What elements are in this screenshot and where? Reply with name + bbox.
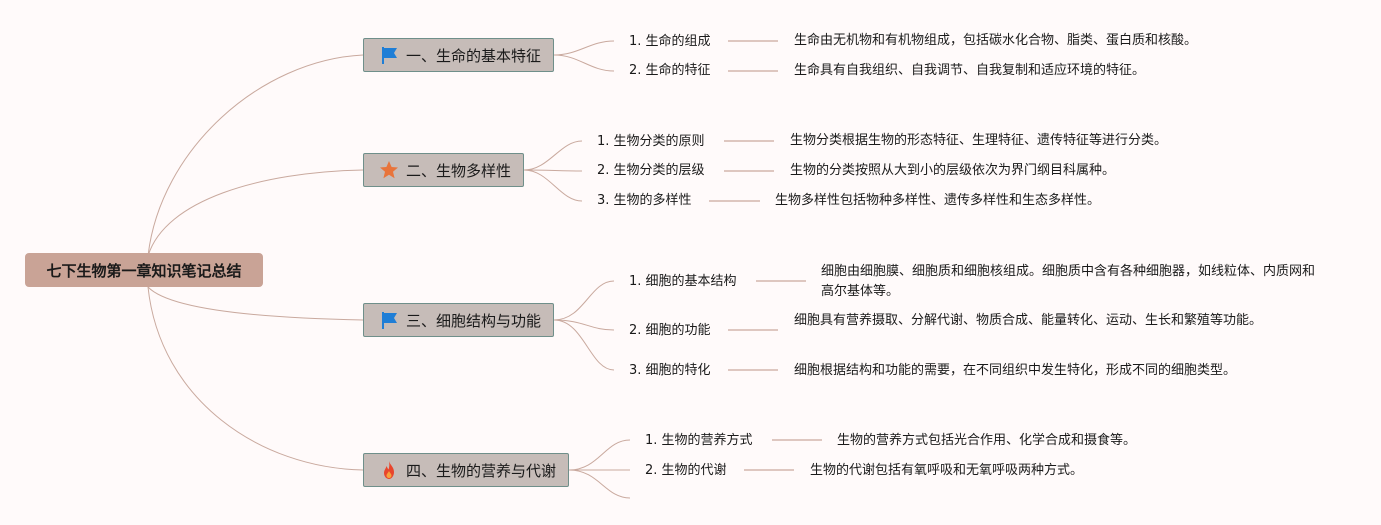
subtopic-cell-function[interactable]: 2. 细胞的功能 [629, 323, 711, 338]
root-topic[interactable]: 七下生物第一章知识笔记总结 [25, 253, 263, 287]
connector-b1-s2 [553, 54, 615, 72]
note-classification-principle: 生物分类根据生物的形态特征、生理特征、遗传特征等进行分类。 [790, 133, 1168, 148]
branch-topic-biodiversity[interactable]: 二、生物多样性 [363, 153, 525, 187]
subtopic-cell-basic-structure[interactable]: 1. 细胞的基本结构 [629, 274, 737, 289]
branch-title: 四、生物的营养与代谢 [406, 461, 557, 480]
subtopic-classification-principle[interactable]: 1. 生物分类的原则 [597, 134, 705, 149]
branch-title: 二、生物多样性 [406, 161, 512, 180]
connector-b2-s3 [523, 169, 583, 202]
connector-b3-s3 [553, 319, 615, 371]
subtopic-life-features[interactable]: 2. 生命的特征 [629, 63, 711, 78]
note-cell-function: 细胞具有营养摄取、分解代谢、物质合成、能量转化、运动、生长和繁殖等功能。 [794, 313, 1263, 328]
note-metabolism: 生物的代谢包括有氧呼吸和无氧呼吸两种方式。 [810, 463, 1084, 478]
blue-flag-icon [378, 309, 400, 331]
connector-b4-s3 [568, 469, 631, 499]
connector-root-branch-1 [147, 54, 364, 257]
note-nutrition-mode: 生物的营养方式包括光合作用、化学合成和摄食等。 [837, 433, 1137, 448]
branch-title: 三、细胞结构与功能 [406, 311, 542, 330]
fire-icon [378, 459, 400, 481]
connector-root-branch-4 [147, 286, 364, 471]
note-diversity: 生物多样性包括物种多样性、遗传多样性和生态多样性。 [775, 193, 1101, 208]
connector-root-branch-2 [147, 169, 364, 257]
subtopic-classification-levels[interactable]: 2. 生物分类的层级 [597, 163, 705, 178]
connector-b3-s1 [553, 280, 615, 321]
branch-topic-life-characteristics[interactable]: 一、生命的基本特征 [363, 38, 555, 72]
subtopic-diversity[interactable]: 3. 生物的多样性 [597, 193, 692, 208]
subtopic-metabolism[interactable]: 2. 生物的代谢 [645, 463, 727, 478]
note-life-features: 生命具有自我组织、自我调节、自我复制和适应环境的特征。 [794, 63, 1146, 78]
connector-b1-s1 [553, 40, 615, 56]
connector-b4-s1 [568, 439, 631, 471]
connector-b2-s2 [523, 169, 583, 172]
subtopic-cell-specialization[interactable]: 3. 细胞的特化 [629, 363, 711, 378]
note-life-composition: 生命由无机物和有机物组成，包括碳水化合物、脂类、蛋白质和核酸。 [794, 33, 1198, 48]
note-cell-specialization: 细胞根据结构和功能的需要，在不同组织中发生特化，形成不同的细胞类型。 [794, 363, 1237, 378]
connector-root-branch-3 [147, 286, 364, 321]
subtopic-life-composition[interactable]: 1. 生命的组成 [629, 34, 711, 49]
branch-title: 一、生命的基本特征 [406, 46, 542, 65]
subtopic-nutrition-mode[interactable]: 1. 生物的营养方式 [645, 433, 753, 448]
connector-b3-s2 [553, 319, 615, 331]
branch-topic-nutrition-metabolism[interactable]: 四、生物的营养与代谢 [363, 453, 570, 487]
blue-flag-icon [378, 44, 400, 66]
connector-b2-s1 [523, 140, 583, 171]
note-cell-basic-structure: 细胞由细胞膜、细胞质和细胞核组成。细胞质中含有各种细胞器，如线粒体、内质网和高尔… [821, 264, 1316, 299]
note-classification-levels: 生物的分类按照从大到小的层级依次为界门纲目科属种。 [790, 163, 1116, 178]
branch-topic-cell-structure[interactable]: 三、细胞结构与功能 [363, 303, 555, 337]
orange-star-icon [378, 159, 400, 181]
